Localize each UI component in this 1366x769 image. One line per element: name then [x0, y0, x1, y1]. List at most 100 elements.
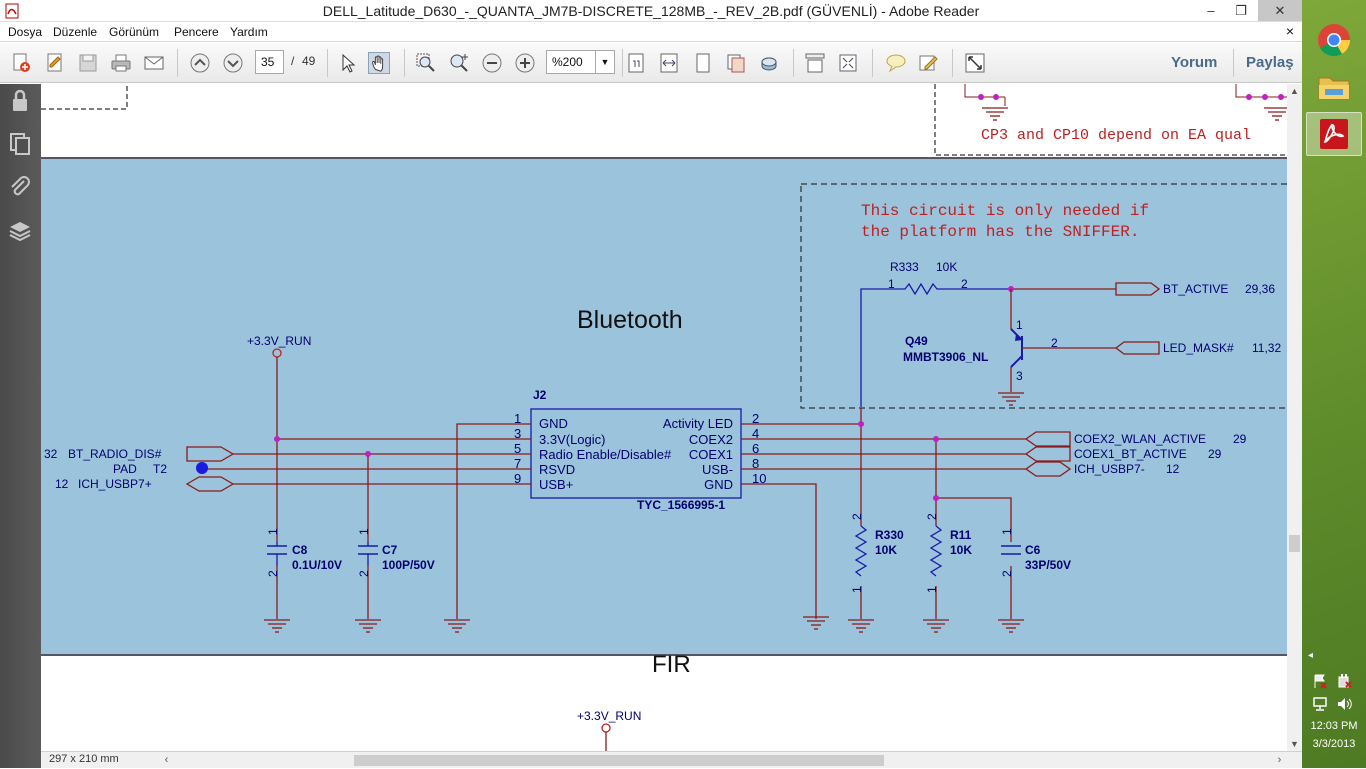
power-rail-bottom-label: +3.3V_RUN [577, 709, 641, 723]
scroll-down-arrow[interactable]: ▼ [1290, 739, 1299, 749]
c6-pin2: 2 [1000, 570, 1014, 577]
action-center-flag-icon[interactable] [1312, 673, 1328, 689]
page-up-icon[interactable] [189, 52, 211, 74]
r333-ref: R333 [890, 260, 919, 274]
q49-ref: Q49 [905, 334, 928, 348]
network-icon[interactable] [1312, 696, 1328, 712]
toolbar-separator [952, 49, 953, 77]
clock-date[interactable]: 3/3/2013 [1312, 738, 1356, 750]
pages-icon[interactable] [7, 131, 33, 157]
menu-window[interactable]: Pencere [174, 25, 219, 39]
t2-label: T2 [153, 462, 167, 476]
scroll-left-arrow[interactable]: ‹ [164, 754, 169, 766]
bt-active-port [1115, 282, 1161, 296]
page-total: 49 [302, 54, 316, 68]
scroll-right-arrow[interactable]: › [1277, 754, 1282, 766]
j2-pin-usb-plus: USB+ [539, 477, 573, 492]
read-mode-icon[interactable] [804, 52, 826, 74]
toolbar-separator [177, 49, 178, 77]
adobe-pdf-icon [5, 3, 19, 19]
rotate-icon[interactable] [758, 52, 780, 74]
r330-resistor [854, 525, 868, 577]
j2-part: TYC_1566995-1 [637, 498, 725, 512]
two-page-icon[interactable] [837, 52, 859, 74]
taskbar-adobe-reader[interactable] [1306, 112, 1362, 156]
vertical-scrollbar[interactable]: ▲ ▼ [1287, 84, 1302, 751]
vertical-scroll-thumb[interactable] [1289, 535, 1300, 552]
layers-icon[interactable] [7, 218, 33, 244]
edit-icon[interactable] [44, 52, 66, 74]
dynamic-zoom-icon[interactable] [448, 52, 470, 74]
zoom-dropdown-button[interactable]: ▼ [595, 50, 615, 74]
coex1-page: 29 [1208, 447, 1222, 461]
file-explorer-icon [1318, 77, 1350, 100]
document-view[interactable]: CP3 and CP10 depend on EA qual Bluetooth… [41, 84, 1287, 751]
hand-tool-icon[interactable] [368, 52, 390, 74]
create-icon[interactable] [10, 52, 32, 74]
j2-pin-usb-minus: USB- [702, 462, 733, 477]
show-hidden-icons-button[interactable]: ◂ [1308, 650, 1314, 661]
ich-usbp7-page: 12 [55, 477, 69, 491]
zoom-out-icon[interactable] [481, 52, 503, 74]
taskbar-chrome[interactable] [1306, 18, 1362, 62]
close-document-button[interactable]: × [1285, 23, 1294, 39]
next-section-title: FIR [652, 651, 691, 678]
horizontal-scroll-thumb[interactable] [354, 755, 884, 766]
select-tool-icon[interactable] [337, 52, 359, 74]
toolbar-separator [1233, 49, 1234, 77]
bt-active-label: BT_ACTIVE [1163, 282, 1228, 296]
save-icon[interactable] [77, 52, 99, 74]
full-screen-icon[interactable] [964, 52, 986, 74]
sticky-note-icon[interactable] [885, 52, 907, 74]
chrome-icon [1318, 24, 1350, 57]
c7-value: 100P/50V [382, 558, 435, 572]
power-rail-label: +3.3V_RUN [247, 334, 311, 348]
j2-pin-num: 2 [752, 411, 759, 426]
adobe-reader-window: DELL_Latitude_D630_-_QUANTA_JM7B-DISCRET… [0, 0, 1302, 768]
taskbar-file-explorer[interactable] [1306, 66, 1362, 110]
sign-icon[interactable] [917, 52, 939, 74]
horizontal-scrollbar[interactable]: ‹ › [159, 752, 1287, 769]
print-icon[interactable] [110, 52, 132, 74]
menu-help[interactable]: Yardım [230, 25, 268, 39]
fit-page-icon[interactable] [692, 52, 714, 74]
j2-pin-3v3-logic: 3.3V(Logic) [539, 432, 605, 447]
share-panel-button[interactable]: Paylaş [1246, 54, 1294, 71]
j2-pin-gnd: GND [539, 416, 568, 431]
j2-pin-num: 8 [752, 456, 759, 471]
email-icon[interactable] [143, 52, 165, 74]
menu-edit[interactable]: Düzenle [53, 25, 98, 39]
restore-button[interactable]: ❐ [1235, 3, 1247, 18]
scrolling-mode-icon[interactable] [725, 52, 747, 74]
minimize-button[interactable]: – [1207, 3, 1215, 18]
toolbar-separator [793, 49, 794, 77]
c8-ref: C8 [292, 543, 308, 557]
taskbar: ◂ 12:03 PM 3/3/2013 [1302, 0, 1366, 768]
menu-bar: Dosya Düzenle Görünüm Pencere Yardım × [0, 22, 1302, 42]
comment-panel-button[interactable]: Yorum [1171, 54, 1218, 71]
lock-icon[interactable] [7, 88, 33, 114]
coex1-label: COEX1_BT_ACTIVE [1074, 447, 1187, 461]
j2-pin-num: 3 [514, 426, 521, 441]
q49-part: MMBT3906_NL [903, 350, 988, 364]
close-window-button[interactable]: ✕ [1258, 0, 1302, 21]
j2-pin-num: 9 [514, 471, 521, 486]
menu-file[interactable]: Dosya [8, 25, 43, 39]
scroll-up-arrow[interactable]: ▲ [1290, 86, 1299, 96]
fit-width-icon[interactable] [658, 52, 680, 74]
c8-value: 0.1U/10V [292, 558, 342, 572]
marquee-zoom-icon[interactable] [415, 52, 437, 74]
clock-time[interactable]: 12:03 PM [1310, 720, 1358, 732]
actual-size-icon[interactable] [625, 52, 647, 74]
attachment-icon[interactable] [7, 174, 33, 200]
page-number-input[interactable]: 35 [255, 50, 284, 74]
right-wires [741, 408, 1026, 619]
r333-resistor [860, 282, 1011, 407]
volume-icon[interactable] [1336, 696, 1352, 712]
c8-pin1: 1 [266, 528, 280, 535]
menu-view[interactable]: Görünüm [109, 25, 160, 39]
zoom-in-icon[interactable] [514, 52, 536, 74]
zoom-input[interactable]: %200 [546, 50, 596, 74]
power-icon[interactable] [1336, 673, 1352, 689]
page-down-icon[interactable] [222, 52, 244, 74]
